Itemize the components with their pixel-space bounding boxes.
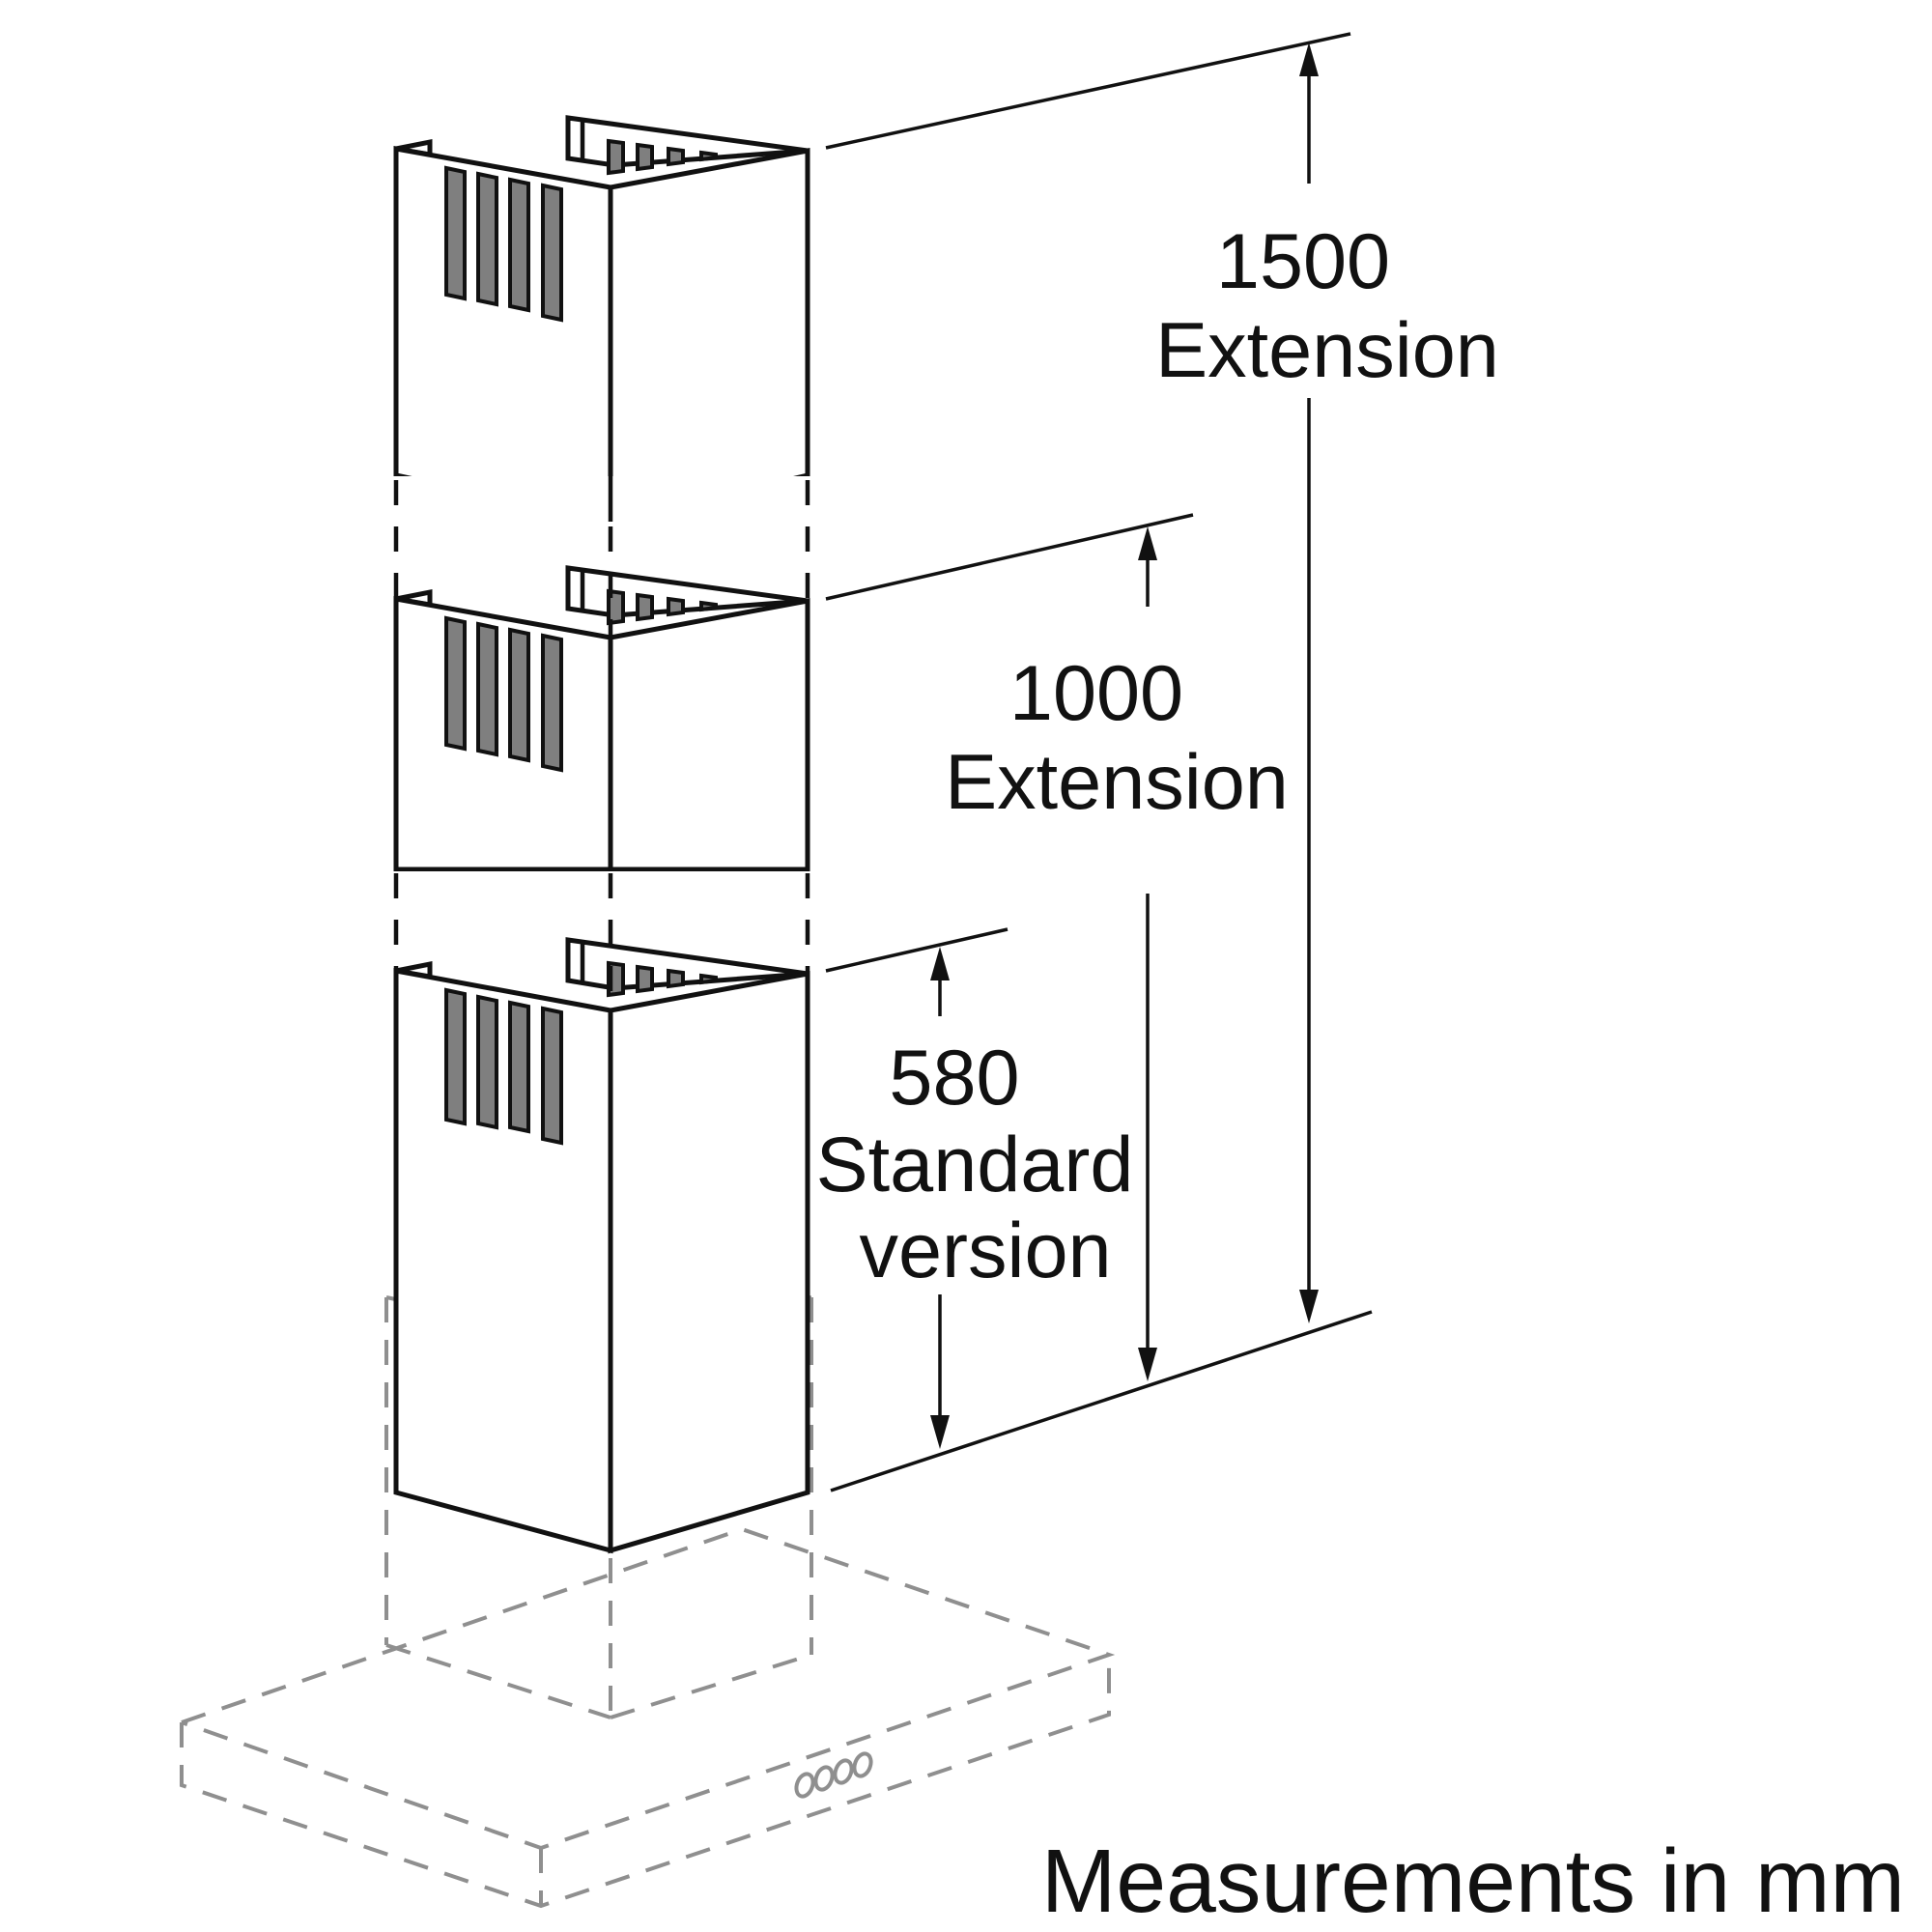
dimension-1500-label: Extension	[1155, 307, 1499, 394]
dimension-580-value: 580	[889, 1035, 1019, 1122]
chimney-section-1500	[386, 115, 821, 534]
back-vent-slots	[607, 588, 718, 626]
section-connection-lines	[393, 480, 810, 1009]
dimension-580-label-version: version	[859, 1208, 1111, 1294]
dimension-1000	[1138, 526, 1157, 1381]
chimney-section-1000	[386, 565, 821, 893]
measurement-units-note: Measurements in mm	[1041, 1831, 1905, 1931]
dimension-1000-label: Extension	[945, 739, 1289, 826]
chimney-section-standard	[393, 937, 810, 1554]
vent-slots	[444, 615, 563, 773]
extension-lines	[825, 32, 1373, 1492]
vent-slots	[444, 165, 563, 323]
dimension-1500-value: 1500	[1216, 218, 1390, 305]
dimension-1000-value: 1000	[1009, 650, 1183, 737]
dimension-580-label-standard: Standard	[816, 1122, 1134, 1208]
back-vent-slots	[607, 138, 718, 176]
dimension-1500	[1299, 43, 1319, 1323]
dimension-580	[930, 947, 950, 1449]
hood-control-knobs	[794, 1751, 873, 1799]
hood-canopy-outline	[180, 1526, 1116, 1909]
vent-slots	[444, 987, 563, 1146]
